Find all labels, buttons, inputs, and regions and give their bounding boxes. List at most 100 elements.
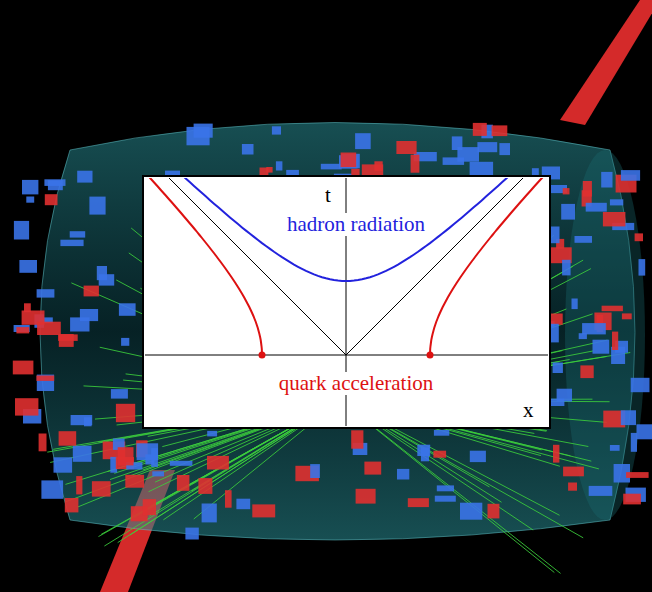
calorimeter-cell	[470, 162, 494, 177]
calorimeter-cell	[37, 375, 54, 391]
calorimeter-cell	[202, 504, 217, 523]
calorimeter-cell	[593, 340, 610, 354]
calorimeter-cell	[111, 389, 128, 399]
calorimeter-cell	[563, 188, 570, 194]
calorimeter-cell	[586, 203, 607, 212]
calorimeter-cell	[635, 233, 643, 241]
calorimeter-cell	[73, 446, 92, 462]
calorimeter-cell	[631, 433, 637, 452]
calorimeter-cell	[562, 260, 571, 276]
calorimeter-cell	[59, 431, 77, 446]
calorimeter-cell	[60, 240, 83, 246]
calorimeter-cell	[417, 445, 430, 456]
calorimeter-cell	[13, 361, 34, 375]
calorimeter-cell	[58, 334, 78, 341]
calorimeter-cell	[435, 496, 456, 502]
calorimeter-cell	[433, 451, 446, 458]
calorimeter-cell	[477, 142, 497, 152]
calorimeter-cell	[580, 365, 593, 378]
calorimeter-cell	[116, 404, 135, 422]
calorimeter-cell	[92, 481, 111, 496]
calorimeter-cell	[396, 141, 416, 154]
calorimeter-cell	[143, 499, 156, 515]
calorimeter-cell	[77, 171, 92, 183]
calorimeter-cell	[631, 378, 650, 392]
calorimeter-cell	[185, 528, 198, 540]
calorimeter-cell	[152, 471, 164, 476]
calorimeter-cell	[341, 153, 357, 168]
calorimeter-cell	[572, 299, 578, 310]
calorimeter-cell	[568, 483, 577, 491]
calorimeter-cell	[639, 259, 646, 276]
calorimeter-cell	[443, 157, 465, 165]
calorimeter-cell	[266, 167, 272, 173]
calorimeter-cell	[36, 376, 54, 381]
calorimeter-cell	[15, 398, 38, 415]
calorimeter-cell	[48, 180, 63, 190]
calorimeter-cell	[612, 332, 618, 350]
calorimeter-cell	[621, 170, 640, 181]
axis-label: x	[520, 399, 537, 422]
calorimeter-cell	[473, 123, 487, 136]
calorimeter-cell	[602, 306, 623, 312]
curve-label: hadron radiation	[284, 213, 428, 236]
calorimeter-cell	[194, 124, 213, 138]
calorimeter-cell	[137, 443, 159, 460]
calorimeter-cell	[437, 485, 454, 491]
calorimeter-cell	[84, 286, 99, 297]
calorimeter-cell	[37, 322, 61, 335]
calorimeter-cell	[22, 180, 38, 195]
calorimeter-cell	[121, 338, 129, 346]
calorimeter-cell	[177, 475, 190, 491]
calorimeter-cell	[16, 327, 29, 333]
calorimeter-cell	[637, 424, 652, 439]
calorimeter-cell	[89, 197, 105, 215]
calorimeter-cell	[252, 504, 275, 517]
calorimeter-cell	[80, 309, 98, 321]
calorimeter-cell	[356, 489, 376, 504]
calorimeter-cell	[411, 155, 420, 173]
calorimeter-cell	[125, 475, 144, 488]
calorimeter-cell	[408, 498, 429, 507]
calorimeter-cell	[575, 236, 593, 243]
calorimeter-cell	[621, 410, 636, 425]
calorimeter-cell	[582, 323, 606, 334]
calorimeter-cell	[622, 313, 632, 319]
calorimeter-cell	[54, 457, 73, 472]
curve-label: quark acceleration	[276, 372, 437, 395]
calorimeter-cell	[589, 486, 613, 496]
calorimeter-cell	[45, 194, 58, 205]
calorimeter-cell	[563, 467, 584, 477]
calorimeter-cell	[242, 144, 254, 155]
calorimeter-cell	[583, 181, 592, 197]
calorimeter-cell	[14, 221, 29, 240]
calorimeter-cell	[71, 415, 93, 425]
calorimeter-cell	[41, 480, 63, 498]
calorimeter-cell	[460, 503, 482, 520]
calorimeter-cell	[118, 447, 134, 465]
calorimeter-cell	[397, 469, 409, 480]
calorimeter-cell	[321, 164, 342, 170]
calorimeter-cell	[65, 498, 79, 512]
calorimeter-cell	[225, 490, 232, 508]
calorimeter-cell	[488, 504, 500, 519]
calorimeter-cell	[434, 430, 449, 436]
calorimeter-cell	[351, 430, 363, 448]
calorimeter-cell	[19, 260, 37, 273]
axis-label: t	[322, 184, 334, 207]
calorimeter-cell	[499, 143, 510, 155]
calorimeter-cell	[492, 125, 508, 136]
calorimeter-cell	[39, 434, 47, 452]
calorimeter-cell	[626, 472, 649, 478]
calorimeter-cell	[272, 126, 281, 134]
calorimeter-cell	[119, 303, 136, 316]
calorimeter-cell	[99, 274, 115, 285]
calorimeter-cell	[610, 445, 620, 451]
calorimeter-cell	[70, 231, 86, 237]
calorimeter-cell	[601, 172, 612, 188]
calorimeter-cell	[610, 199, 623, 205]
calorimeter-cell	[561, 204, 575, 220]
calorimeter-cell	[310, 464, 320, 478]
